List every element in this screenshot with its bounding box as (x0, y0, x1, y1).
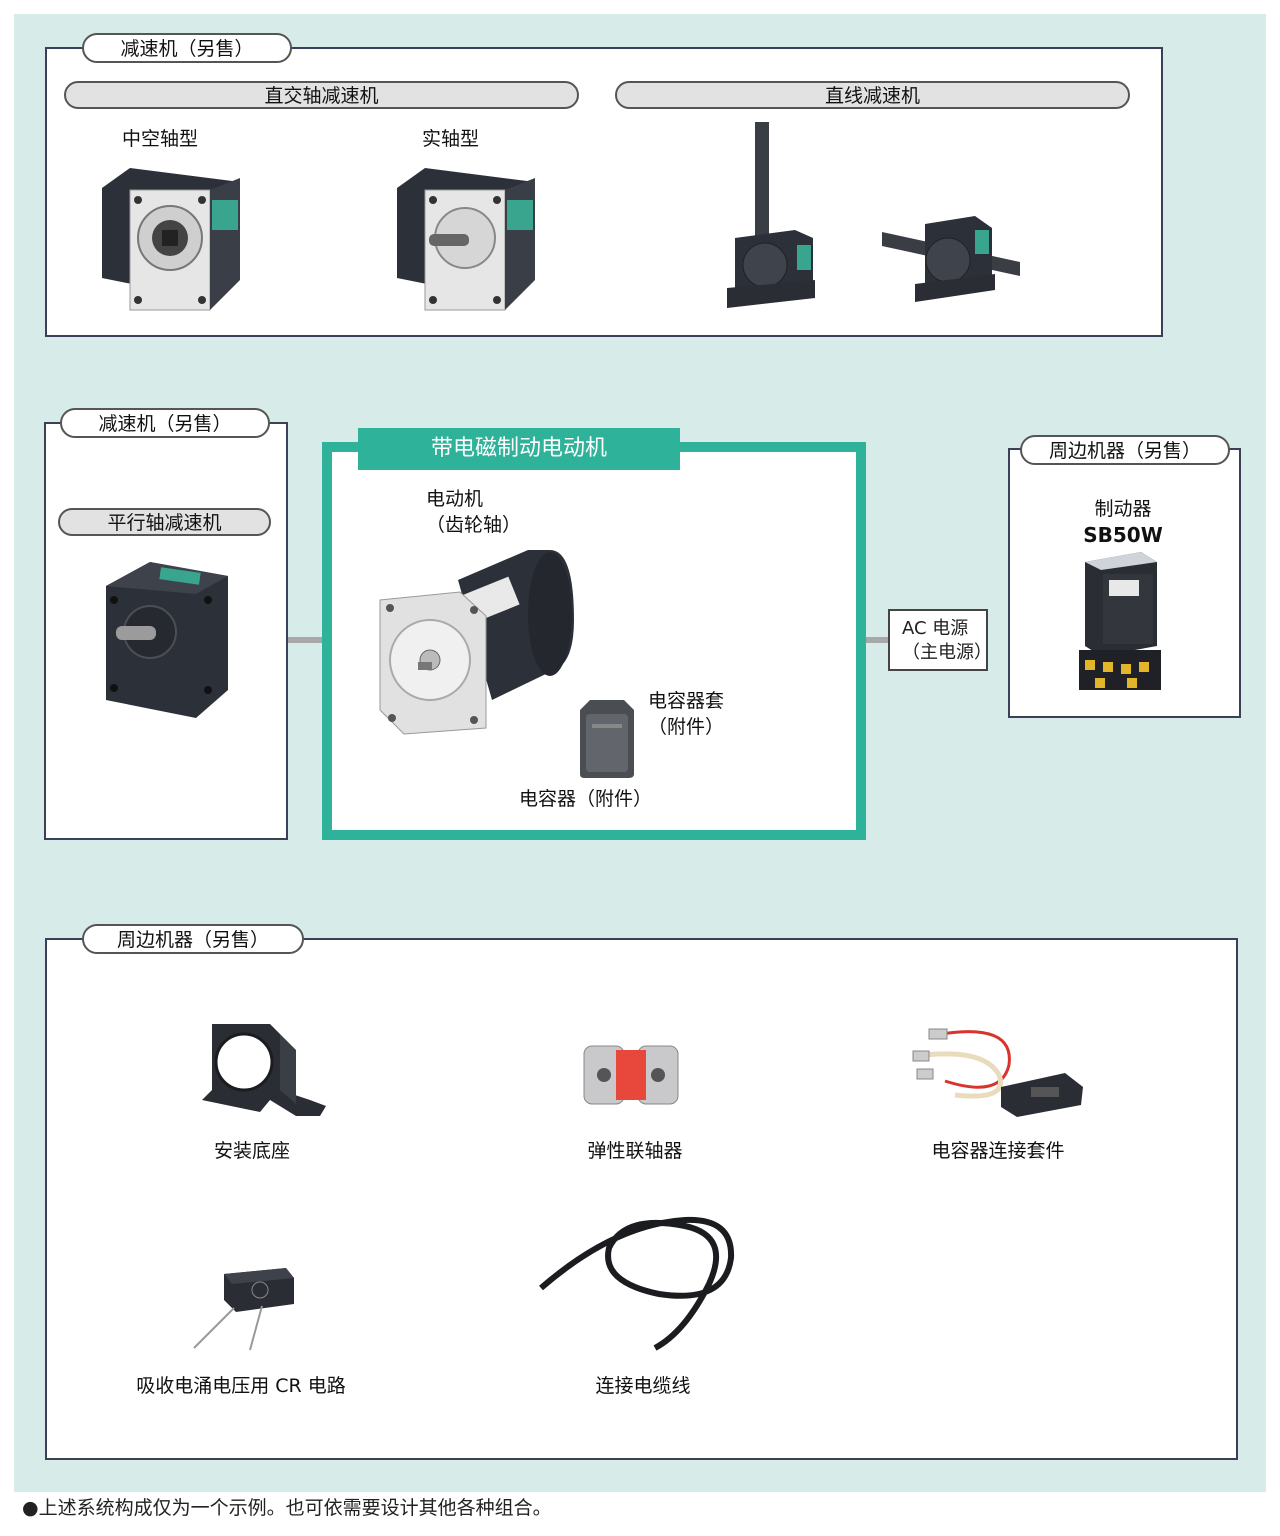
footnote-text: ●上述系统构成仅为一个示例。也可依需要设计其他各种组合。 (22, 1497, 552, 1519)
hollow-shaft-label: 中空轴型 (122, 128, 199, 150)
hollow-shaft-gearhead-image (102, 168, 240, 311)
brake-motor-title: 带电磁制动电动机 (358, 428, 680, 470)
flexible-coupling-image (583, 1045, 679, 1105)
linear-gearhead-title: 直线减速机 (615, 81, 1130, 109)
brake-pack-image (1079, 552, 1161, 690)
mounting-bracket-image (202, 1024, 326, 1116)
linear-gearhead-horizontal-image (882, 216, 1020, 302)
motor-image (379, 550, 574, 735)
gearhead-tag-left: 减速机（另售） (60, 408, 270, 438)
motor-label: 电动机 （齿轮轴） (426, 486, 521, 538)
ac-power-box: AC 电源 （主电源） (888, 609, 992, 671)
ac-power-line1: AC 电源 (902, 618, 969, 639)
capacitor-cover-line2: （附件） (648, 716, 725, 738)
brake-pack-model: SB50W (1083, 523, 1163, 547)
bottom-item-connection-cable: 连接电缆线 (595, 1375, 691, 1397)
capacitor-cover-line1: 电容器套 (648, 690, 725, 712)
linear-gearhead-vertical-image (727, 122, 815, 308)
bottom-item-capacitor-kit: 电容器连接套件 (931, 1140, 1065, 1162)
connection-cable-image (539, 1216, 735, 1351)
capacitor-connection-kit-image (912, 1028, 1083, 1117)
peripheral-panel-bottom (45, 938, 1238, 1460)
motor-label-line1: 电动机 (426, 488, 484, 510)
capacitor-label: 电容器（附件） (519, 788, 653, 810)
bottom-item-mounting-bracket: 安装底座 (213, 1140, 290, 1162)
solid-shaft-gearhead-image (397, 168, 535, 311)
peripheral-tag-right: 周边机器（另售） (1020, 435, 1230, 465)
brake-pack-label: 制动器 SB50W (1068, 496, 1178, 548)
parallel-shaft-gearhead-image (106, 562, 228, 718)
bottom-item-flexible-coupling: 弹性联轴器 (587, 1140, 683, 1162)
brake-pack-name: 制动器 (1094, 498, 1152, 520)
right-angle-gearhead-title: 直交轴减速机 (64, 81, 579, 109)
solid-shaft-label: 实轴型 (422, 128, 480, 150)
capacitor-cover-label: 电容器套 （附件） (648, 688, 724, 740)
ac-power-line2: （主电源） (902, 642, 992, 663)
motor-label-line2: （齿轮轴） (426, 514, 522, 536)
cr-surge-circuit-image (193, 1268, 294, 1351)
capacitor-image (580, 700, 634, 778)
gearhead-tag-top: 减速机（另售） (82, 33, 292, 63)
bottom-item-cr-circuit: 吸收电涌电压用 CR 电路 (136, 1375, 346, 1397)
peripheral-tag-bottom: 周边机器（另售） (82, 924, 304, 954)
parallel-shaft-gearhead-title: 平行轴减速机 (58, 508, 271, 536)
